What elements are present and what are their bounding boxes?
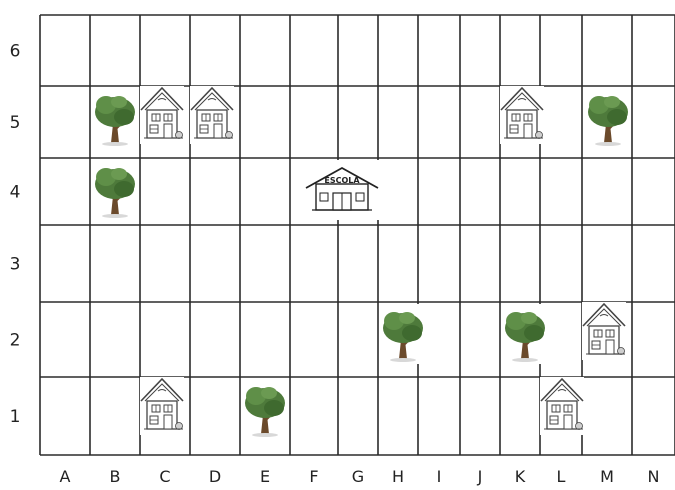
house-icon <box>190 86 234 144</box>
tree-icon <box>92 160 138 220</box>
row-label: 6 <box>10 42 21 62</box>
row-label: 4 <box>10 183 21 203</box>
house-icon <box>582 302 626 360</box>
school-label: ESCOLA <box>324 176 360 185</box>
row-label: 2 <box>10 331 21 351</box>
column-label: L <box>557 467 566 486</box>
tree-icon <box>380 304 426 364</box>
column-label: A <box>60 467 71 486</box>
house-icon <box>540 377 584 435</box>
tree-icon <box>92 88 138 148</box>
tree-icon <box>242 379 288 439</box>
tree-icon <box>502 304 548 364</box>
column-label: B <box>110 467 121 486</box>
column-label: I <box>437 467 442 486</box>
tree-icon <box>585 88 631 148</box>
column-label: M <box>600 467 614 486</box>
column-label: E <box>260 467 270 486</box>
column-label: F <box>309 467 318 486</box>
row-label: 3 <box>10 255 21 275</box>
column-label: K <box>515 467 526 486</box>
row-label: 5 <box>10 113 21 133</box>
house-icon <box>140 86 184 144</box>
house-icon <box>500 86 544 144</box>
column-label: D <box>209 467 221 486</box>
column-label: H <box>392 467 404 486</box>
column-label: J <box>477 467 483 486</box>
row-label: 1 <box>10 407 21 427</box>
column-label: N <box>648 467 660 486</box>
school-icon: ESCOLA <box>304 160 380 220</box>
map-icons: ESCOLA <box>92 86 631 439</box>
column-label: G <box>352 467 364 486</box>
house-icon <box>140 377 184 435</box>
column-label: C <box>159 467 170 486</box>
